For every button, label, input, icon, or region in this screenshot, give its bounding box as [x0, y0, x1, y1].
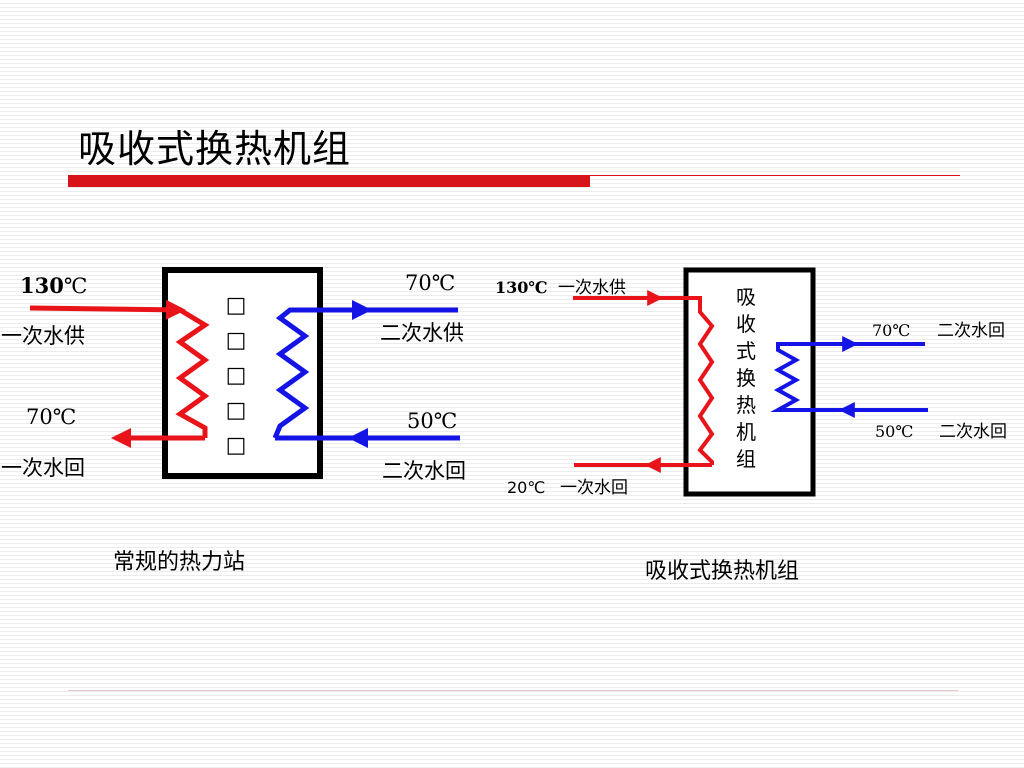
absorption-secondary-lower-temp: 50℃: [875, 422, 913, 441]
conventional-caption: 常规的热力站: [113, 550, 245, 575]
conventional-secondary-coil: [272, 307, 458, 439]
conventional-secondary-supply-temp: 70℃: [405, 271, 455, 295]
box-text-char: 组: [736, 447, 756, 471]
conventional-station-diagram: □ □ □ □ □ 130℃ 一次水供 70℃ 一次水回 70℃ 二次水供 50…: [1, 267, 466, 575]
temp-unit: ℃: [64, 274, 88, 298]
conventional-primary-return-label: 一次水回: [1, 456, 85, 480]
footer-divider: [68, 690, 958, 691]
conventional-secondary-return-label: 二次水回: [382, 459, 466, 483]
absorption-primary-supply-label: 一次水供: [558, 278, 626, 298]
conventional-primary-coil: [175, 307, 210, 438]
temp-number: 130: [20, 273, 64, 298]
absorption-secondary-coil: [770, 342, 928, 412]
conventional-primary-supply-temp: 130℃: [20, 273, 87, 298]
title-underline-thin: [590, 175, 960, 176]
conventional-primary-return-temp: 70℃: [26, 405, 76, 429]
absorption-secondary-upper-temp: 70℃: [872, 321, 910, 340]
absorption-primary-return-temp: 20℃: [507, 478, 545, 497]
box-glyph: □: [226, 398, 247, 423]
box-glyph: □: [226, 328, 247, 353]
box-text-char: 式: [736, 339, 756, 363]
conventional-primary-supply-label: 一次水供: [1, 324, 85, 348]
box-text-char: 机: [736, 420, 756, 444]
absorption-caption: 吸收式换热机组: [645, 559, 799, 584]
absorption-primary-supply-temp: 130℃: [495, 278, 548, 297]
absorption-primary-coil: [573, 296, 715, 465]
absorption-primary-return-label: 一次水回: [560, 478, 628, 498]
box-text-char: 吸: [736, 285, 756, 309]
conventional-secondary-supply-label: 二次水供: [380, 321, 464, 345]
box-text-char: 收: [736, 312, 756, 336]
conventional-primary-supply-pipe: [29, 299, 186, 320]
absorption-secondary-lower-label: 二次水回: [939, 422, 1007, 442]
title-underline-thick: [68, 175, 590, 187]
absorption-unit-diagram: 吸 收 式 换 热 机 组 130℃ 一次水供 20℃ 一次水回 70℃ 二次水…: [495, 267, 1007, 584]
absorption-secondary-upper-label: 二次水回: [937, 321, 1005, 341]
box-glyph: □: [226, 293, 247, 318]
box-glyph: □: [226, 363, 247, 388]
box-text-char: 换: [736, 366, 756, 390]
box-glyph: □: [226, 433, 247, 458]
conventional-secondary-return-temp: 50℃: [407, 409, 457, 433]
box-text-char: 热: [736, 393, 756, 417]
slide-title: 吸收式换热机组: [78, 127, 352, 171]
